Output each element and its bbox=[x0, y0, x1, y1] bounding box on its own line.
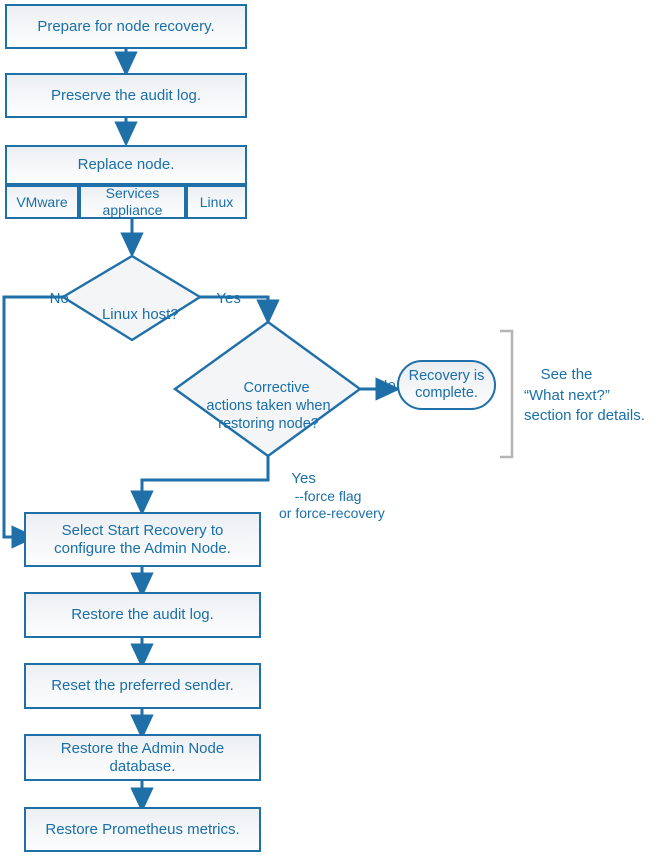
node-select-start-recovery[interactable]: Select Start Recovery to configure the A… bbox=[24, 512, 261, 567]
annotation-see-what-next: See the “What next?” section for details… bbox=[524, 345, 659, 446]
edge-label-text: --force flag or force-recovery bbox=[279, 487, 385, 521]
node-label: Linux bbox=[199, 193, 234, 210]
edge-label-linux-host-no: No bbox=[33, 272, 69, 326]
node-preserve-audit-log[interactable]: Preserve the audit log. bbox=[5, 73, 247, 118]
node-restore-prometheus-metrics[interactable]: Restore Prometheus metrics. bbox=[24, 807, 261, 852]
edge-label-force-flag: --force flag or force-recovery bbox=[279, 471, 385, 538]
node-restore-audit-log[interactable]: Restore the audit log. bbox=[24, 592, 261, 638]
node-platform-services-appliance[interactable]: Services appliance bbox=[79, 185, 186, 219]
decision-label-text: Corrective actions taken when restoring … bbox=[206, 380, 331, 433]
node-reset-preferred-sender[interactable]: Reset the preferred sender. bbox=[24, 663, 261, 709]
edge-label-text: No bbox=[49, 290, 69, 307]
annotation-bracket bbox=[500, 329, 514, 459]
node-prepare-for-node-recovery[interactable]: Prepare for node recovery. bbox=[5, 4, 247, 49]
decision-corrective-actions-label: Corrective actions taken when restoring … bbox=[176, 361, 361, 452]
node-label: Restore the audit log. bbox=[71, 606, 214, 623]
node-platform-linux[interactable]: Linux bbox=[186, 185, 247, 219]
edge-label-linux-host-yes: Yes bbox=[200, 272, 241, 326]
node-platform-vmware[interactable]: VMware bbox=[5, 185, 79, 219]
node-label: Restore Prometheus metrics. bbox=[45, 820, 240, 838]
node-label: Preserve the audit log. bbox=[50, 86, 202, 104]
node-label: Restore the Admin Node database. bbox=[60, 739, 225, 775]
edge-label-corrective-yes: Yes bbox=[275, 452, 316, 506]
edge-corrective-yes bbox=[130, 456, 270, 516]
decision-label-text: Linux host? bbox=[101, 305, 179, 323]
node-label: Services appliance bbox=[102, 185, 163, 218]
node-label: Replace node. bbox=[77, 156, 175, 173]
edge-label-text: No bbox=[376, 377, 396, 394]
node-label: VMware bbox=[16, 193, 68, 210]
node-restore-admin-node-database[interactable]: Restore the Admin Node database. bbox=[24, 734, 261, 781]
node-label: Prepare for node recovery. bbox=[37, 17, 215, 35]
node-replace-node[interactable]: Replace node. bbox=[5, 145, 247, 185]
edge-label-text: Yes bbox=[216, 290, 241, 307]
node-recovery-is-complete[interactable]: Recovery is complete. bbox=[397, 360, 496, 410]
edge-label-corrective-no: No bbox=[360, 359, 396, 413]
edge-label-text: Yes bbox=[291, 470, 316, 487]
node-label: Recovery is complete. bbox=[408, 367, 485, 401]
decision-linux-host-label: Linux host? bbox=[63, 287, 201, 343]
annotation-text: See the “What next?” section for details… bbox=[524, 366, 645, 424]
node-label: Reset the preferred sender. bbox=[51, 677, 234, 694]
node-label: Select Start Recovery to configure the A… bbox=[54, 521, 231, 557]
edge-linuxhost-no bbox=[2, 295, 63, 549]
